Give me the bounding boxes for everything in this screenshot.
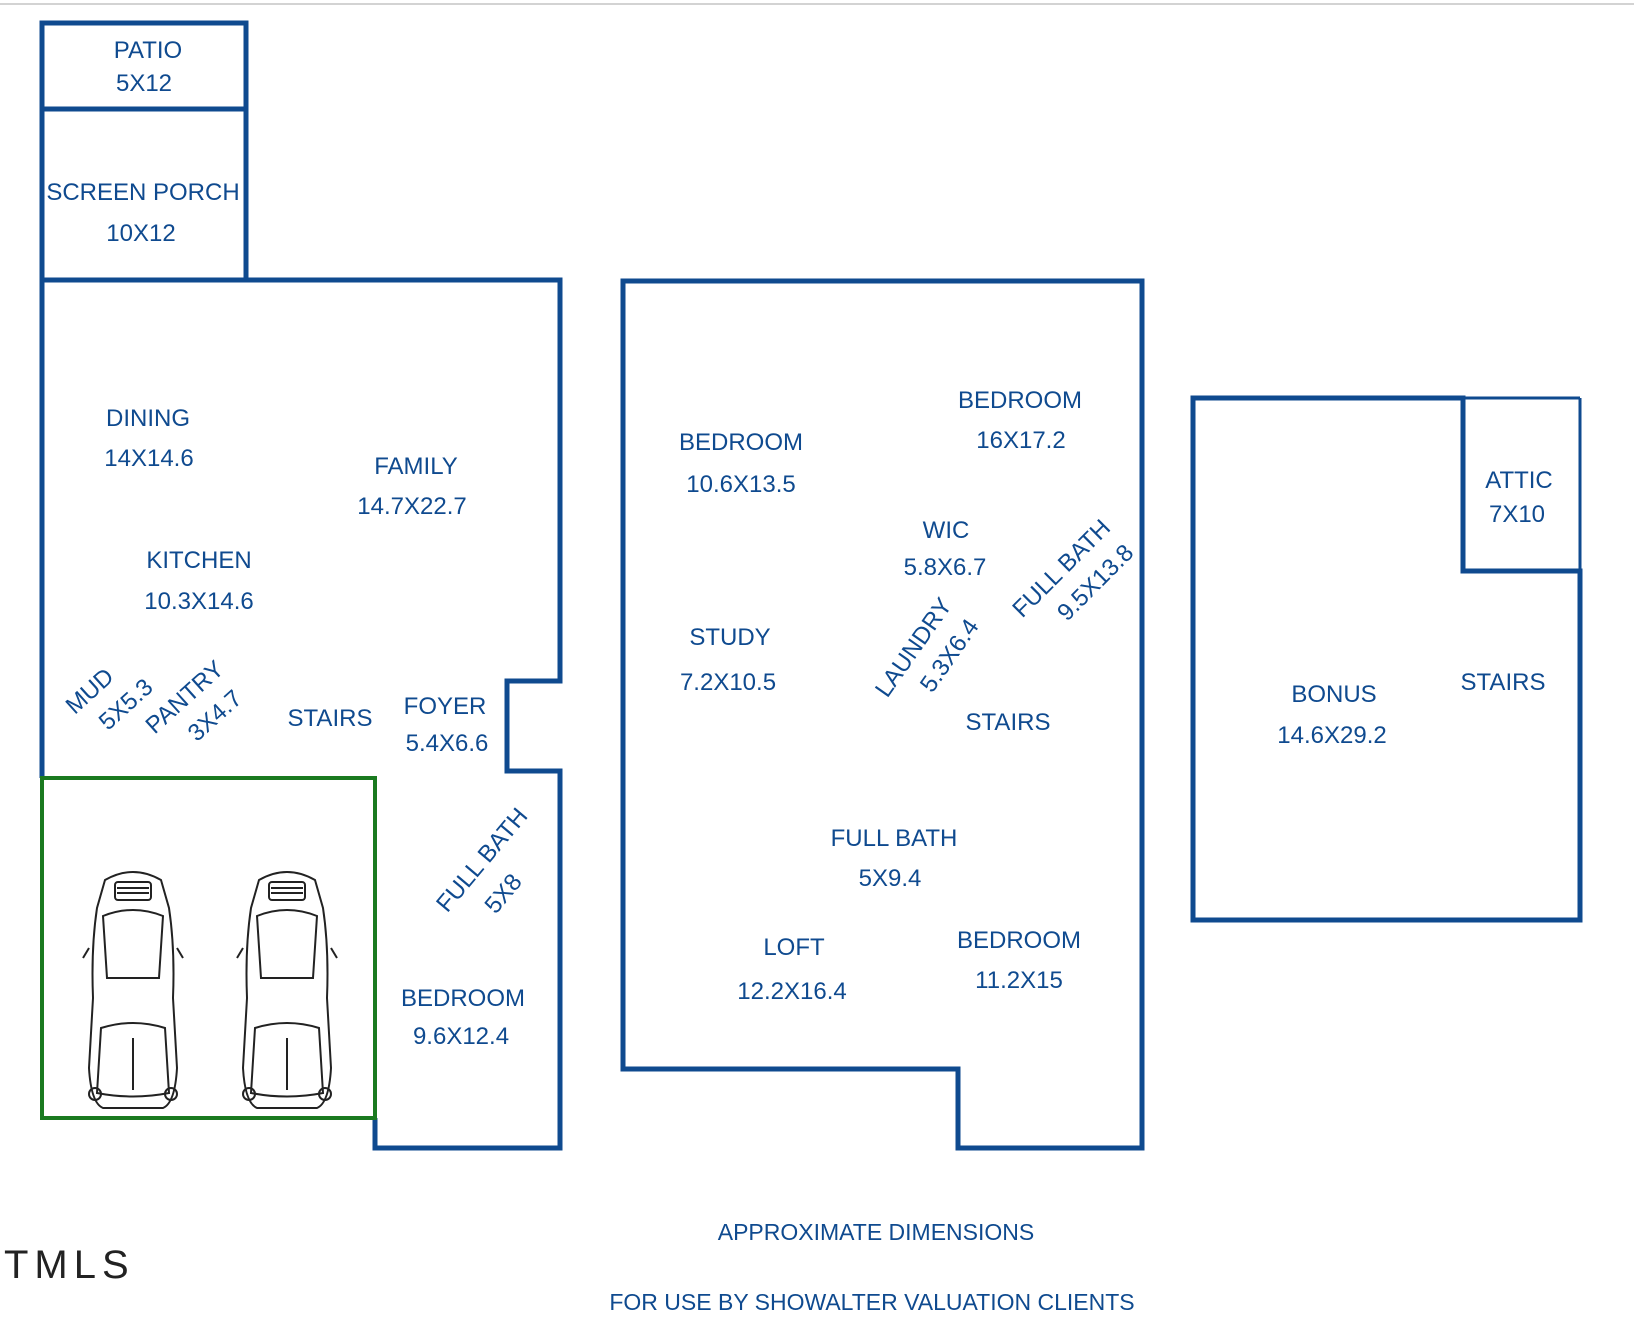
room-name: BEDROOM	[401, 985, 525, 1012]
room-name: STAIRS	[966, 709, 1051, 736]
footer-clients-note: FOR USE BY SHOWALTER VALUATION CLIENTS	[609, 1289, 1134, 1315]
room-dim: 14.7X22.7	[357, 493, 466, 520]
second-floor-outline	[620, 278, 1145, 1151]
room-dim: 7X10	[1489, 501, 1545, 528]
room-name: ATTIC	[1485, 467, 1553, 494]
room-name: FAMILY	[374, 453, 458, 480]
room-name: PATIO	[114, 37, 182, 64]
room-dim: 16X17.2	[976, 427, 1065, 454]
main-floor-outline	[42, 277, 563, 1151]
room-name: DINING	[106, 405, 190, 432]
car-icon	[236, 871, 338, 1109]
room-dim: 11.2X15	[975, 967, 1063, 994]
room-dim: 9.6X12.4	[413, 1023, 509, 1050]
room-dim: 14.6X29.2	[1277, 722, 1386, 749]
room-dim: 10X12	[106, 220, 175, 247]
room-dim: 5X12	[116, 70, 172, 97]
room-name: BEDROOM	[958, 387, 1082, 414]
room-name: BONUS	[1291, 681, 1376, 708]
room-name: KITCHEN	[146, 547, 251, 574]
room-name: STAIRS	[288, 705, 373, 732]
room-dim: 10.6X13.5	[686, 471, 795, 498]
room-dim: 12.2X16.4	[737, 978, 846, 1005]
walls	[39, 20, 1583, 1151]
footer-approx-dimensions: APPROXIMATE DIMENSIONS	[718, 1219, 1035, 1245]
mls-watermark: TMLS	[4, 1243, 135, 1287]
room-dim: 5.8X6.7	[904, 554, 987, 581]
room-name: LOFT	[763, 934, 825, 961]
room-dim: 10.3X14.6	[144, 588, 253, 615]
room-name: STUDY	[689, 624, 770, 651]
room-name: STAIRS	[1461, 669, 1546, 696]
room-name: BEDROOM	[957, 927, 1081, 954]
room-dim: 7.2X10.5	[680, 669, 776, 696]
car-icon	[82, 871, 184, 1109]
room-dim: 5.4X6.6	[406, 730, 489, 757]
garage-outline	[40, 776, 377, 1120]
room-name: BEDROOM	[679, 429, 803, 456]
room-dim: 14X14.6	[104, 445, 193, 472]
room-name: FULL BATH	[831, 825, 958, 852]
room-name: WIC	[923, 517, 970, 544]
room-name: FOYER	[404, 693, 487, 720]
room-dim: 5X8	[480, 869, 528, 919]
room-name: SCREEN PORCH	[46, 179, 239, 206]
room-dim: 5X9.4	[859, 865, 922, 892]
